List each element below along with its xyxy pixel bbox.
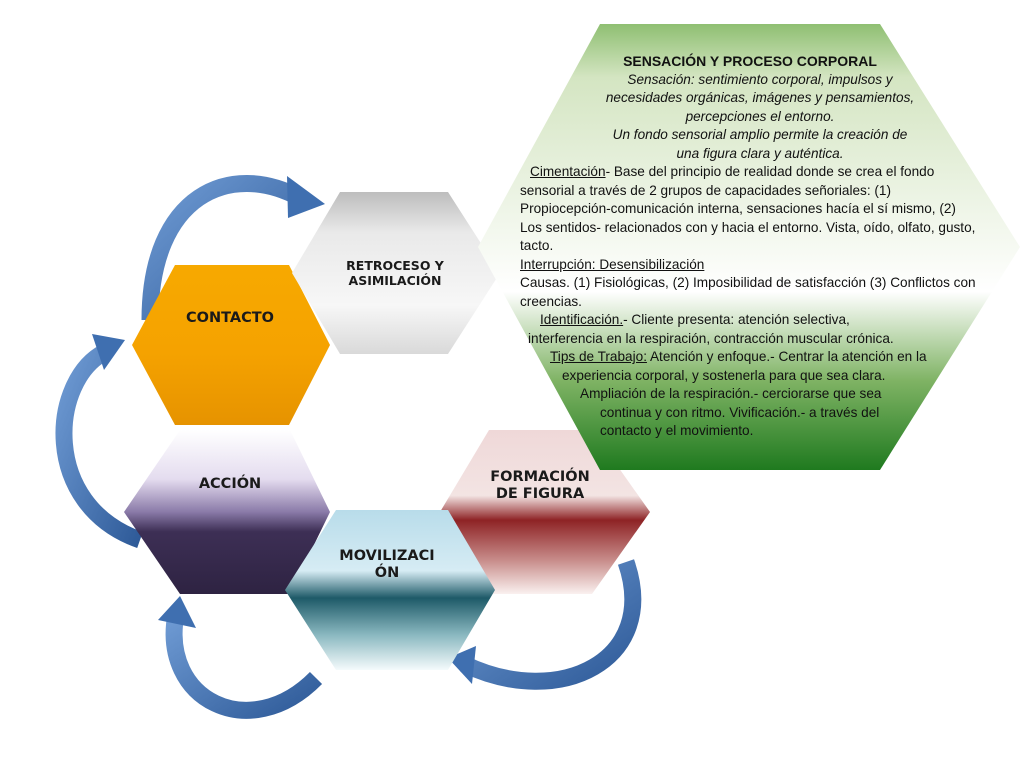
arrow-movilizacion-to-accion [158,596,323,719]
main-title: SENSACIÓN Y PROCESO CORPORAL [623,53,877,69]
tips-text-2: experiencia corporal, y sostenerla para … [562,367,886,383]
hex-retroceso [292,192,500,354]
definition-line-1: Sensación: sentimiento corporal, impulso… [627,71,893,87]
arrow-contacto-to-retroceso [141,175,325,321]
sensacion-text-block: SENSACIÓN Y PROCESO CORPORAL Sensación: … [520,52,980,441]
tips-label: Tips de Trabajo: [550,349,647,364]
ampliacion-line-2: continua y con ritmo. Vivificación.- a t… [600,404,880,420]
definition-line-5: una figura clara y auténtica. [676,145,844,161]
definition-line-4: Un fondo sensorial amplio permite la cre… [612,127,908,142]
definition-line-2: necesidades orgánicas, imágenes y pensam… [605,90,915,105]
hex-contacto [132,265,330,425]
label-retroceso: RETROCESO Y ASIMILACIÓN [346,258,444,288]
label-accion: ACCIÓN [198,476,262,493]
arrow-accion-to-contacto [55,334,144,549]
identificacion-text-2: interferencia en la respiración, contrac… [528,330,894,346]
interrupcion-label: Interrupción: Desensibilización [520,256,705,272]
cimentacion-label: Cimentación [530,164,606,179]
label-formacion: FORMACIÓN DE FIGURA [490,468,590,502]
interrupcion-text: Causas. (1) Fisiológicas, (2) Imposibili… [520,275,976,309]
hex-sensacion [478,24,1020,470]
ampliacion-line-3: contacto y el movimiento. [600,423,754,438]
label-contacto: CONTACTO [186,310,274,327]
hex-formacion [440,430,650,594]
hex-movilizacion [285,510,495,670]
definition-line-3: percepciones el entorno. [685,108,835,124]
tips-text-1: Atención y enfoque.- Centrar la atención… [646,349,927,364]
cimentacion-text: - Base del principio de realidad donde s… [520,164,976,253]
identificacion-text-1: - Cliente presenta: atención selectiva, [623,312,850,327]
hex-accion [124,430,330,594]
identificacion-label: Identificación. [540,312,624,327]
ampliacion-line-1: Ampliación de la respiración.- cerciorar… [580,386,882,401]
label-movilizacion: MOVILIZACIÓN [339,547,435,581]
